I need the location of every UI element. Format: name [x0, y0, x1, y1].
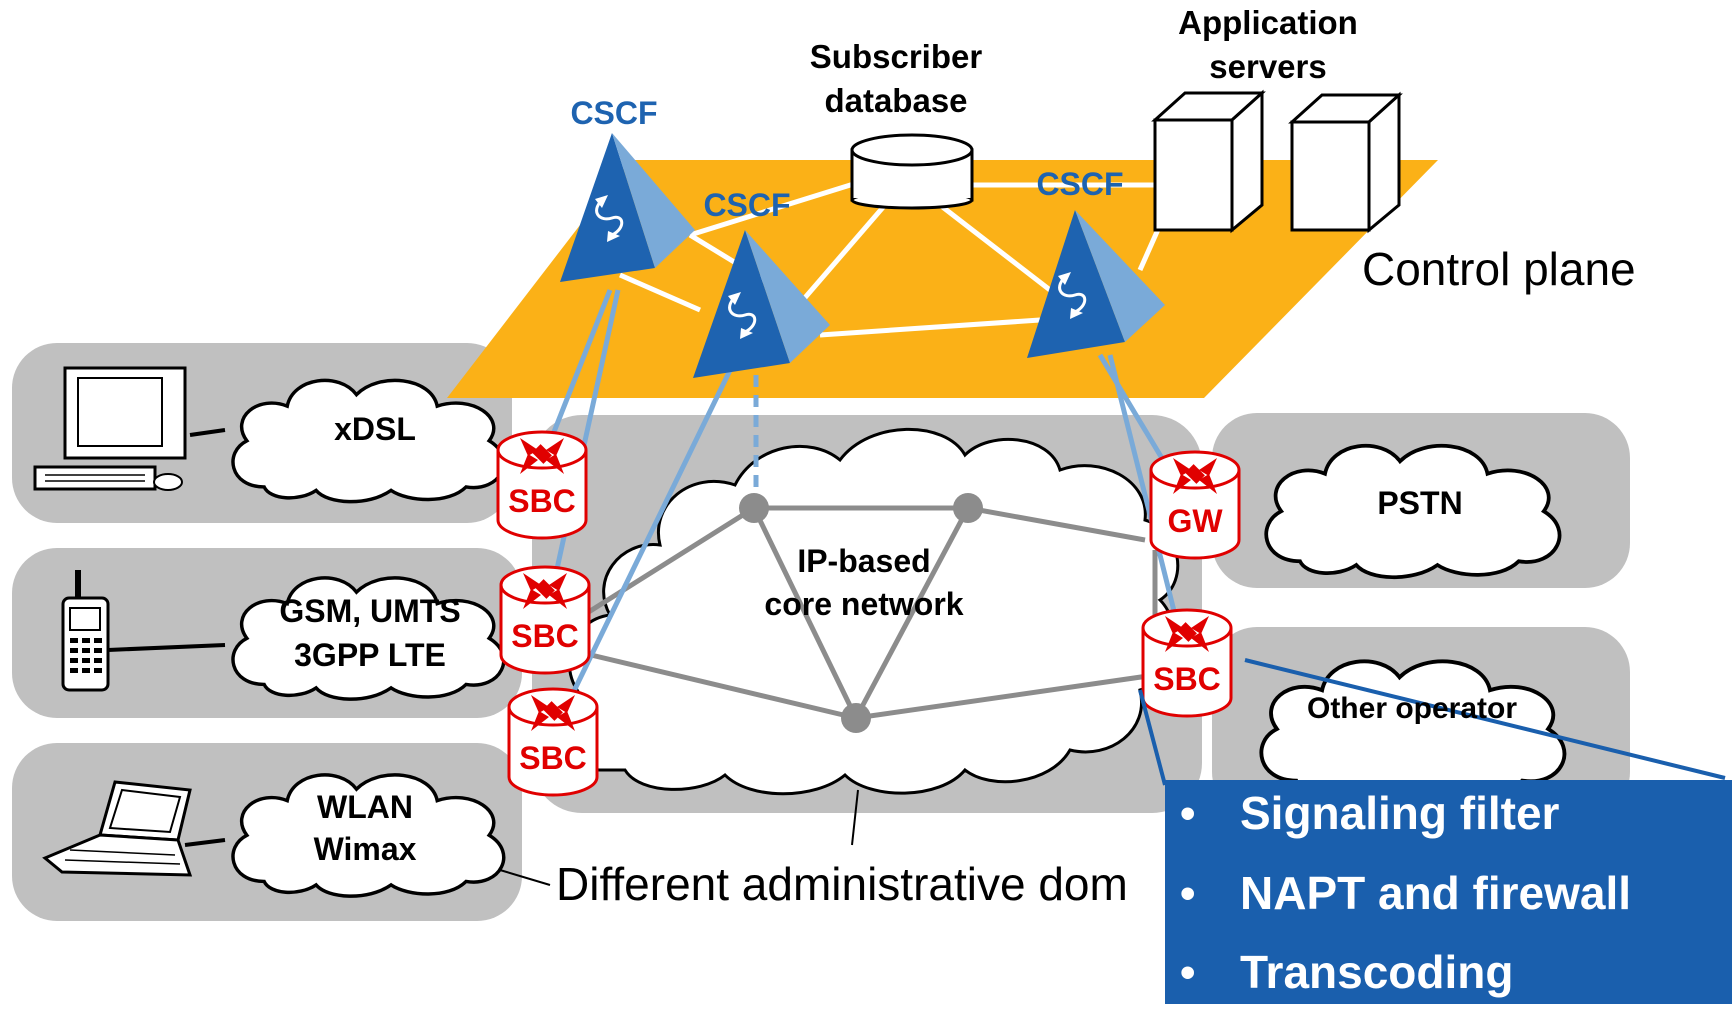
- gw-label: GW: [1167, 503, 1223, 539]
- feature-napt-firewall: NAPT and firewall: [1240, 867, 1631, 919]
- feature-transcoding: Transcoding: [1240, 946, 1513, 998]
- router-arrows-icon: [523, 573, 567, 609]
- callout-lines: [1138, 658, 1726, 786]
- sbc-router-wlan: SBC: [507, 687, 599, 797]
- cscf-node-2: [693, 230, 830, 378]
- sbc-label: SBC: [511, 618, 579, 654]
- admin-domain-pointers: [499, 789, 859, 886]
- features-list: • Signaling filter • NAPT and firewall •…: [1180, 787, 1631, 998]
- cscf-node-1: [560, 133, 695, 282]
- server-icon: [1288, 91, 1403, 234]
- server-icon: [1151, 89, 1266, 234]
- cscf-label-3: CSCF: [1036, 166, 1123, 202]
- features-box: [1165, 780, 1732, 1004]
- feature-bullet: •: [1180, 948, 1195, 997]
- device-links: [107, 428, 226, 847]
- desktop-computer-icon: [33, 366, 187, 491]
- sbc-label: SBC: [1153, 661, 1221, 697]
- core-network-label-1: IP-based: [797, 543, 930, 579]
- sbc-label: SBC: [508, 483, 576, 519]
- core-network-label-2: core network: [764, 586, 963, 622]
- subscriber-db-label-1: Subscriber: [810, 38, 983, 75]
- sbc-router-other-operator: SBC: [1141, 608, 1233, 718]
- laptop-icon: [42, 780, 193, 877]
- mobile-phone-icon: [61, 570, 110, 692]
- mobile-label-2: 3GPP LTE: [294, 637, 446, 673]
- core-node: [739, 493, 769, 523]
- feature-signaling-filter: Signaling filter: [1240, 787, 1560, 839]
- admin-domain-label: Different administrative dom: [556, 858, 1128, 910]
- router-arrows-icon: [531, 695, 575, 731]
- app-servers-label-2: servers: [1209, 48, 1326, 85]
- core-node: [953, 493, 983, 523]
- database-icon: [850, 133, 974, 210]
- other-operator-label: Other operator: [1307, 692, 1517, 725]
- sbc-label: SBC: [519, 740, 587, 776]
- feature-bullet: •: [1180, 789, 1195, 838]
- xdsl-label: xDSL: [334, 411, 416, 447]
- app-servers-label-1: Application: [1178, 4, 1358, 41]
- pstn-label: PSTN: [1377, 485, 1462, 521]
- wlan-label-2: Wimax: [314, 831, 417, 867]
- sbc-router-xdsl: SBC: [496, 430, 588, 540]
- sbc-router-mobile: SBC: [499, 565, 591, 675]
- router-arrows-icon: [1165, 616, 1209, 652]
- subscriber-db-label-2: database: [824, 82, 967, 119]
- cscf-label-2: CSCF: [703, 187, 790, 223]
- mobile-label-1: GSM, UMTS: [279, 593, 460, 629]
- routers: SBC SBC SBC GW SBC: [496, 430, 1241, 797]
- cscf-node-3: [1027, 210, 1165, 358]
- gw-router-pstn: GW: [1149, 450, 1241, 560]
- control-plane-label: Control plane: [1362, 243, 1636, 295]
- cscf-label-1: CSCF: [570, 95, 657, 131]
- router-arrows-icon: [1173, 458, 1217, 494]
- feature-bullet: •: [1180, 869, 1195, 918]
- core-nodes: [739, 493, 983, 733]
- router-arrows-icon: [520, 438, 564, 474]
- core-node: [841, 703, 871, 733]
- wlan-label-1: WLAN: [317, 789, 413, 825]
